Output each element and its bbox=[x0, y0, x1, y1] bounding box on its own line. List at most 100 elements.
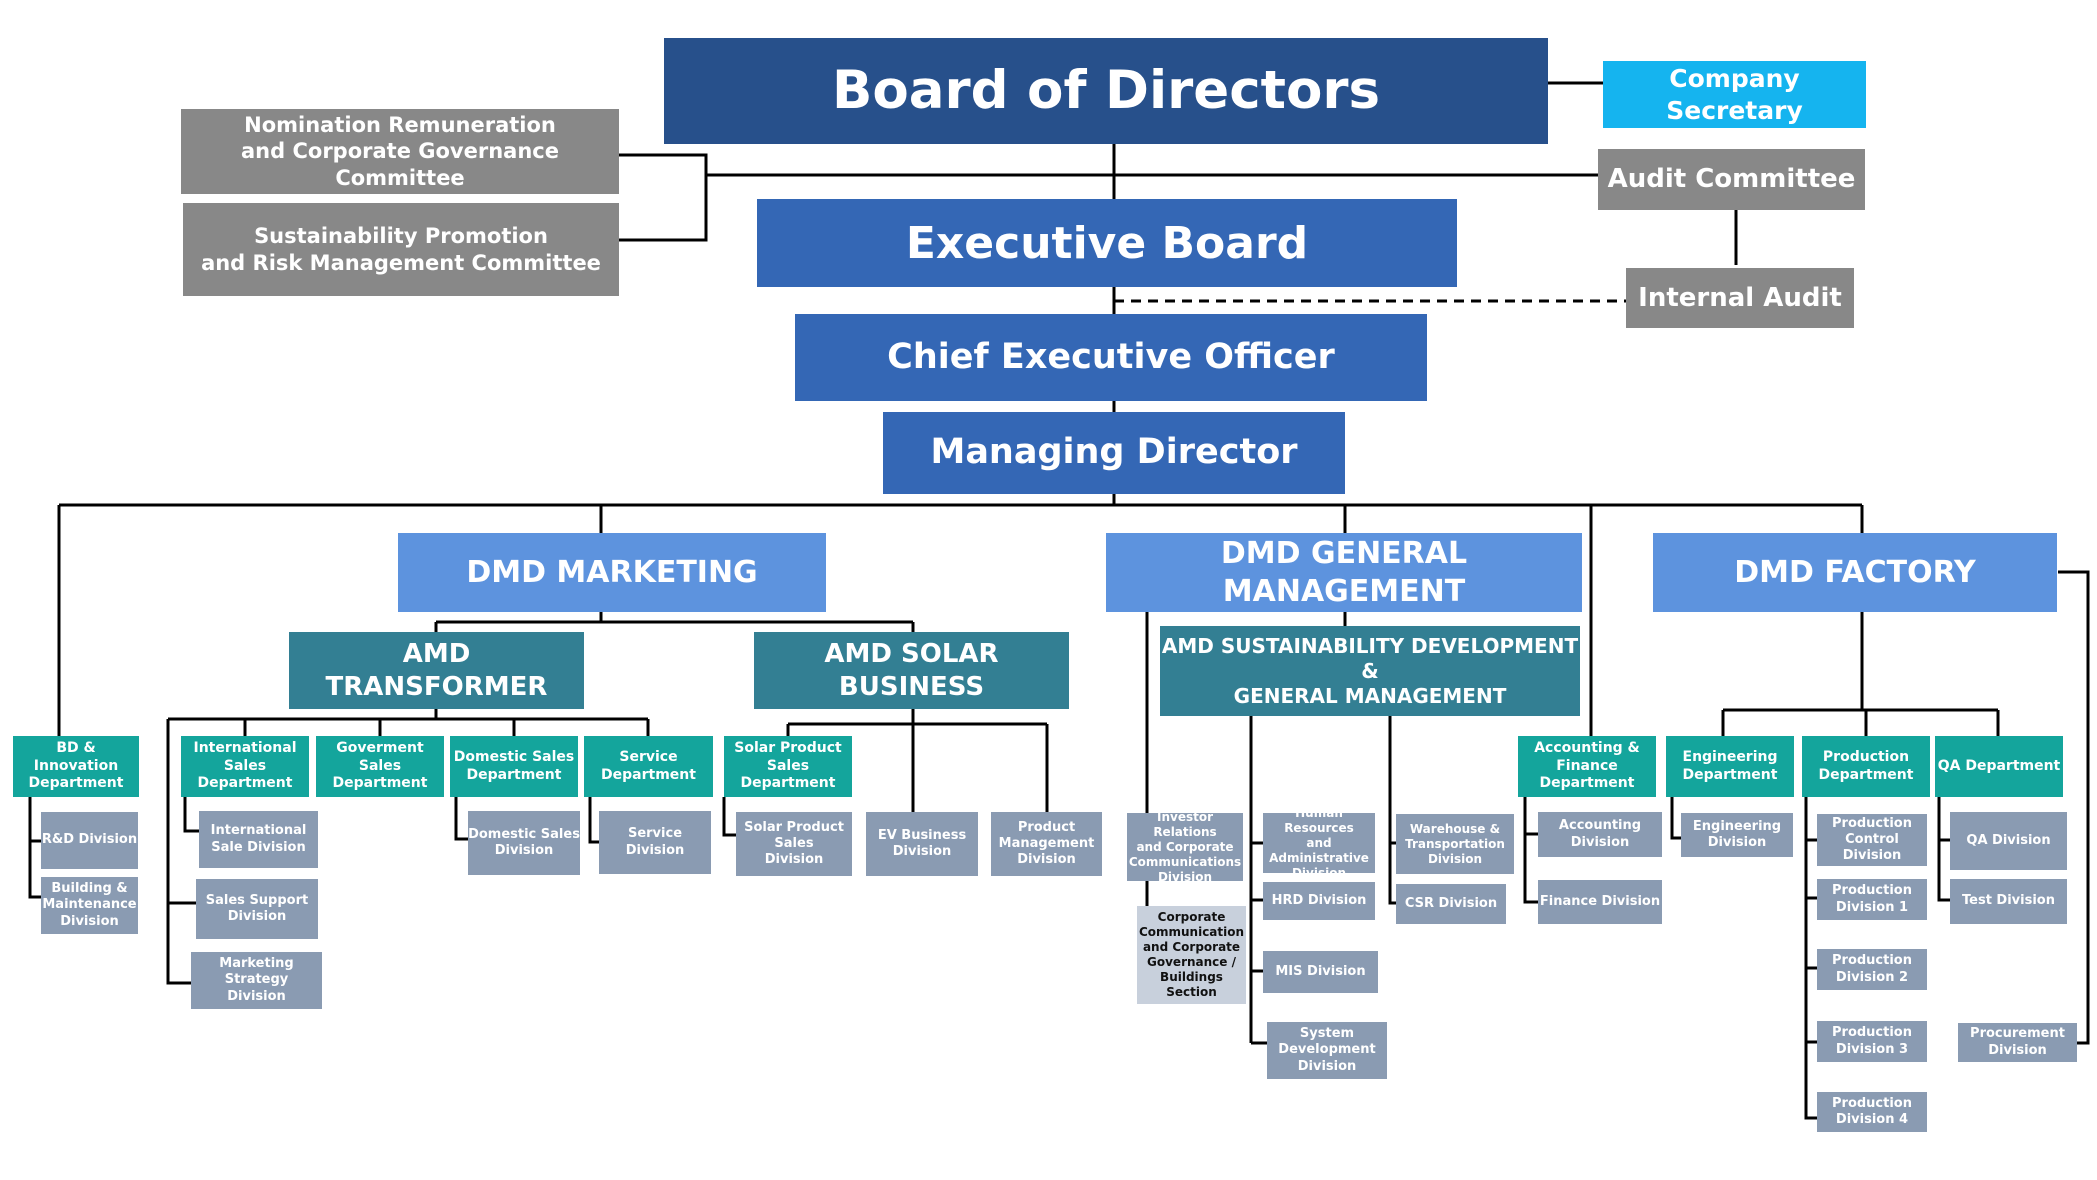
production-division-4: Production Division 4 bbox=[1817, 1092, 1927, 1132]
ceo-box: Chief Executive Officer bbox=[795, 314, 1427, 401]
dmd-factory-box: DMD FACTORY bbox=[1653, 533, 2057, 612]
dmd-general-management-box: DMD GENERAL MANAGEMENT bbox=[1106, 533, 1582, 612]
accounting-finance-department: Accounting & Finance Department bbox=[1518, 736, 1656, 797]
investor-relations-division: Investor Relations and Corporate Communi… bbox=[1127, 813, 1243, 881]
marketing-strategy-division: Marketing Strategy Division bbox=[191, 952, 322, 1009]
solar-product-sales-division: Solar Product Sales Division bbox=[736, 812, 852, 876]
system-development-division: System Development Division bbox=[1267, 1022, 1387, 1079]
internal-audit-box: Internal Audit bbox=[1626, 268, 1854, 328]
sustainability-committee-box: Sustainability Promotion and Risk Manage… bbox=[183, 203, 619, 296]
internal-audit-label: Internal Audit bbox=[1638, 282, 1842, 313]
production-department: Production Department bbox=[1802, 736, 1930, 797]
test-division-label: Test Division bbox=[1962, 893, 2055, 909]
service-division: Service Division bbox=[599, 811, 711, 874]
engineering-division: Engineering Division bbox=[1681, 813, 1793, 857]
amd-transformer-label: AMD TRANSFORMER bbox=[325, 639, 548, 702]
company-secretary-label: Company Secretary bbox=[1666, 64, 1803, 125]
accounting-finance-dept-label: Accounting & Finance Department bbox=[1534, 740, 1640, 792]
executive-board-box: Executive Board bbox=[757, 199, 1457, 287]
solar-sales-dept-label: Solar Product Sales Department bbox=[734, 740, 842, 792]
sales-support-label: Sales Support Division bbox=[205, 892, 309, 924]
finance-division-label: Finance Division bbox=[1539, 893, 1661, 909]
board-of-directors-box: Board of Directors bbox=[664, 38, 1548, 144]
sustainability-committee-label: Sustainability Promotion and Risk Manage… bbox=[201, 224, 601, 275]
csr-division: CSR Division bbox=[1396, 884, 1506, 924]
company-secretary-box: Company Secretary bbox=[1603, 61, 1866, 128]
dmd-factory-label: DMD FACTORY bbox=[1734, 554, 1976, 590]
domestic-sales-dept-label: Domestic Sales Department bbox=[453, 749, 575, 783]
international-sales-department: International Sales Department bbox=[181, 736, 309, 797]
dmd-marketing-label: DMD MARKETING bbox=[466, 554, 758, 590]
hr-administrative-division: Human Resources and Administrative Divis… bbox=[1263, 813, 1375, 873]
mis-division-label: MIS Division bbox=[1275, 963, 1366, 979]
solar-sales-division-label: Solar Product Sales Division bbox=[744, 819, 844, 868]
solar-product-sales-department: Solar Product Sales Department bbox=[724, 736, 852, 797]
product-management-label: Product Management Division bbox=[998, 819, 1095, 868]
nomination-committee-box: Nomination Remuneration and Corporate Go… bbox=[181, 109, 619, 194]
government-sales-dept-label: Goverment Sales Department bbox=[332, 740, 428, 792]
production-division-3-label: Production Division 3 bbox=[1832, 1025, 1912, 1057]
warehouse-transportation-label: Warehouse & Transportation Division bbox=[1405, 821, 1505, 866]
production-division-3: Production Division 3 bbox=[1817, 1021, 1927, 1062]
procurement-division: Procurement Division bbox=[1958, 1023, 2077, 1062]
dmd-marketing-box: DMD MARKETING bbox=[398, 533, 826, 612]
hrd-division-label: HRD Division bbox=[1271, 892, 1367, 908]
managing-director-box: Managing Director bbox=[883, 412, 1345, 494]
production-division-4-label: Production Division 4 bbox=[1832, 1095, 1912, 1127]
amd-transformer-box: AMD TRANSFORMER bbox=[289, 632, 584, 709]
qa-dept-label: QA Department bbox=[1937, 757, 2061, 774]
accounting-division-label: Accounting Division bbox=[1558, 818, 1642, 850]
dmd-general-management-label: DMD GENERAL MANAGEMENT bbox=[1220, 536, 1468, 609]
service-department: Service Department bbox=[584, 736, 713, 797]
production-control-label: Production Control Division bbox=[1832, 815, 1912, 864]
corporate-communication-label: Corporate Communication and Corporate Go… bbox=[1138, 910, 1245, 999]
production-control-division: Production Control Division bbox=[1817, 814, 1927, 866]
ceo-label: Chief Executive Officer bbox=[887, 336, 1335, 377]
test-division: Test Division bbox=[1950, 879, 2067, 924]
building-maintenance-label: Building & Maintenance Division bbox=[42, 881, 137, 929]
engineering-division-label: Engineering Division bbox=[1692, 818, 1782, 850]
production-division-2: Production Division 2 bbox=[1817, 949, 1927, 990]
sales-support-division: Sales Support Division bbox=[196, 879, 318, 939]
qa-department: QA Department bbox=[1935, 736, 2063, 797]
service-division-label: Service Division bbox=[625, 826, 685, 858]
mis-division: MIS Division bbox=[1263, 951, 1378, 993]
qa-division: QA Division bbox=[1950, 812, 2067, 870]
investor-relations-label: Investor Relations and Corporate Communi… bbox=[1128, 813, 1242, 881]
qa-division-label: QA Division bbox=[1966, 832, 2051, 848]
production-division-1: Production Division 1 bbox=[1817, 879, 1927, 920]
production-division-1-label: Production Division 1 bbox=[1832, 883, 1912, 915]
production-dept-label: Production Department bbox=[1818, 749, 1914, 783]
amd-solar-business-label: AMD SOLAR BUSINESS bbox=[824, 639, 999, 702]
audit-committee-box: Audit Committee bbox=[1598, 149, 1865, 210]
managing-director-label: Managing Director bbox=[930, 432, 1298, 473]
engineering-department: Engineering Department bbox=[1666, 736, 1794, 797]
ev-business-division: EV Business Division bbox=[866, 812, 978, 876]
accounting-division: Accounting Division bbox=[1538, 812, 1662, 857]
domestic-sales-division: Domestic Sales Division bbox=[468, 811, 580, 875]
building-maintenance-division: Building & Maintenance Division bbox=[41, 877, 138, 934]
government-sales-department: Goverment Sales Department bbox=[316, 736, 444, 797]
executive-board-label: Executive Board bbox=[905, 217, 1309, 269]
international-sales-dept-label: International Sales Department bbox=[193, 740, 297, 792]
service-dept-label: Service Department bbox=[601, 749, 696, 783]
procurement-label: Procurement Division bbox=[1970, 1026, 2065, 1058]
domestic-sales-division-label: Domestic Sales Division bbox=[468, 826, 580, 858]
amd-sustainability-box: AMD SUSTAINABILITY DEVELOPMENT & GENERAL… bbox=[1160, 626, 1580, 716]
bd-innovation-label: BD & Innovation Department bbox=[28, 740, 124, 792]
ev-business-label: EV Business Division bbox=[877, 827, 967, 859]
finance-division: Finance Division bbox=[1538, 880, 1662, 924]
bd-innovation-department: BD & Innovation Department bbox=[13, 736, 139, 797]
system-development-label: System Development Division bbox=[1278, 1026, 1376, 1074]
international-sale-division-label: International Sale Division bbox=[210, 823, 307, 855]
rd-division-label: R&D Division bbox=[41, 832, 138, 848]
board-of-directors-label: Board of Directors bbox=[831, 59, 1381, 121]
corporate-communication-section: Corporate Communication and Corporate Go… bbox=[1137, 906, 1246, 1004]
hrd-division: HRD Division bbox=[1263, 882, 1375, 920]
product-management-division: Product Management Division bbox=[991, 812, 1102, 876]
hr-administrative-label: Human Resources and Administrative Divis… bbox=[1269, 813, 1369, 873]
amd-solar-business-box: AMD SOLAR BUSINESS bbox=[754, 632, 1069, 709]
marketing-strategy-label: Marketing Strategy Division bbox=[219, 956, 294, 1004]
amd-sustainability-label: AMD SUSTAINABILITY DEVELOPMENT & GENERAL… bbox=[1161, 633, 1579, 708]
international-sale-division: International Sale Division bbox=[199, 811, 318, 868]
